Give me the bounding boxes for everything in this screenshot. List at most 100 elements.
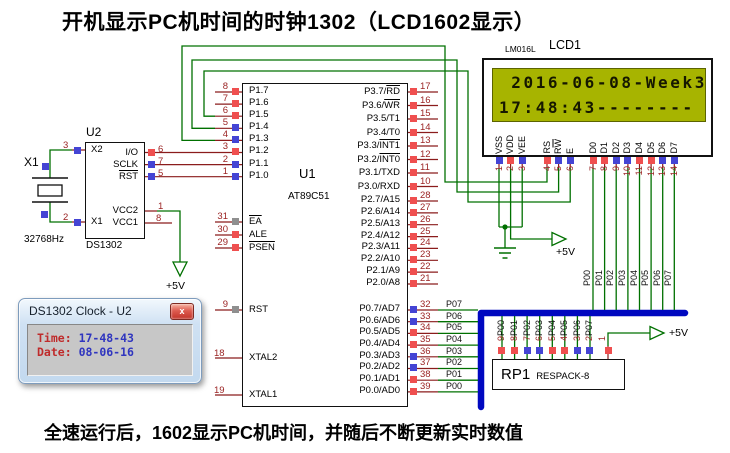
component-u2-body[interactable] (85, 142, 145, 239)
window-titlebar[interactable]: DS1302 Clock - U2 x (19, 299, 201, 324)
pin: 15 (408, 109, 468, 126)
pin-label: P0.5/AD5 (359, 326, 400, 338)
pin-state-square (232, 160, 239, 168)
pin-state-square (410, 197, 417, 204)
pin: RW 5 (553, 124, 565, 180)
net-label: P00 (582, 270, 592, 287)
pin-number: 10 (622, 166, 633, 177)
pin-number: 4 (559, 336, 570, 342)
u2-x2-label: X2 (91, 144, 103, 155)
pin-number: 9 (222, 299, 228, 310)
pin-number: 16 (420, 94, 431, 106)
ground-symbol (494, 247, 516, 259)
pin-state-square (498, 347, 506, 354)
pin-number: 6 (564, 166, 575, 172)
pin-number: 12 (645, 166, 656, 177)
pin: P06 3 (571, 316, 584, 360)
pin-state-square (410, 256, 417, 264)
lcd-power-pins: VSS 1 VDD 2 VEE 3 (493, 124, 528, 180)
pin: RS 4 (541, 124, 553, 180)
pin-number: 39 (420, 380, 431, 392)
pin: 23 (408, 250, 468, 265)
pin-label: D4 (634, 142, 644, 154)
pin-number: 27 (420, 201, 431, 213)
pin-label: P1.2 (249, 145, 269, 157)
pin: 35 P04 (408, 334, 478, 350)
pin: 13 (408, 136, 468, 153)
net-label: P07 (584, 319, 595, 336)
pin: P02 7 (521, 316, 534, 360)
pin-number: 8 (222, 81, 228, 92)
power-arrow-right-lcd (551, 231, 568, 247)
ds1302-clock-window: DS1302 Clock - U2 x Time: 17-48-43 Date:… (18, 298, 202, 384)
pin-label: D5 (645, 142, 656, 154)
power-arrows (171, 231, 666, 341)
net-label: P07 (663, 270, 674, 287)
pin: 17 (408, 82, 468, 99)
close-icon[interactable]: x (170, 303, 194, 320)
pin-label: RS (541, 141, 552, 154)
pin-number: 5 (553, 166, 564, 172)
net-label: P06 (651, 270, 662, 287)
component-u1-body[interactable] (242, 83, 408, 407)
net-label: P01 (593, 270, 604, 287)
lcd-line2: 17:48:43-------- (499, 98, 695, 117)
pin-label: P2.4/A12 (360, 229, 400, 241)
rp1-pin1-number: 1 (597, 336, 607, 342)
pin: 7 (196, 93, 242, 109)
net-label: P00 (446, 380, 463, 391)
pin-label: P3.1/TXD (358, 167, 400, 178)
pin-label: P3.2/INT0 (357, 153, 400, 165)
time-value (72, 331, 79, 345)
rp1-pins: P00 9 P01 8 P02 7 P03 6 (496, 316, 597, 360)
pin-state-square (410, 341, 417, 349)
pin: D4 11 P04 (629, 124, 646, 286)
crystal-symbol (32, 177, 68, 203)
pin-label: P0.4/AD4 (359, 338, 400, 350)
net-label: P04 (446, 334, 463, 345)
pin-number: 14 (668, 166, 679, 177)
pin-state-square (232, 88, 239, 95)
component-lcd-body[interactable]: 2016-06-08-Week3 17:48:43-------- (482, 58, 713, 157)
pin-state-square (511, 347, 519, 354)
net-label: P02 (605, 270, 616, 287)
pin-number: 6 (222, 105, 228, 117)
pin-number: 8 (599, 166, 610, 172)
pin-state-square (148, 173, 155, 181)
pin-state-square (41, 211, 48, 218)
pin-state-square (659, 156, 667, 164)
pin-number: 7 (222, 93, 228, 105)
net-label: P01 (446, 369, 463, 380)
lcd-ctrl-pins: RS 4 RW 5 E 6 (541, 124, 576, 180)
u2-vcc1-label: VCC1 (112, 217, 138, 228)
pin-state-square (410, 268, 417, 276)
pin-label: VSS (493, 135, 504, 154)
pin-state-square (410, 88, 417, 95)
pin: D1 8 P01 (594, 124, 611, 286)
u1-xtal1-label: XTAL1 (249, 389, 278, 400)
pin-state-square (410, 352, 417, 360)
pin-state-square (566, 156, 574, 164)
component-rp1-body[interactable]: RP1 RESPACK-8 (492, 359, 625, 390)
pin: 21 (408, 274, 468, 289)
pin: 34 P05 (408, 322, 478, 338)
date-readout: Date: 08-06-16 (37, 344, 134, 359)
pin-state-square (232, 148, 239, 156)
pin-number: 7 (521, 336, 532, 342)
u2-x1-label: X1 (91, 216, 103, 227)
pin-state-square (495, 156, 503, 164)
pin: 37 P02 (408, 357, 478, 373)
pin-label: P1.0 (249, 169, 269, 181)
pin-number: 12 (420, 148, 431, 160)
pin-state-square (518, 156, 526, 164)
pin-label: PSEN (249, 242, 275, 253)
net-label: P02 (446, 357, 463, 368)
pin: P03 6 (533, 316, 546, 360)
pin: P01 8 (508, 316, 521, 360)
u2-sclk-label: SCLK (113, 158, 138, 170)
pin-label: P3.6/WR (361, 99, 400, 111)
pin-state-square (604, 347, 612, 354)
u1-p1-pin-numbers: 8 7 6 5 4 3 (196, 81, 242, 182)
x1-frequency: 32768Hz (24, 234, 65, 245)
pin-state-square (410, 208, 417, 216)
